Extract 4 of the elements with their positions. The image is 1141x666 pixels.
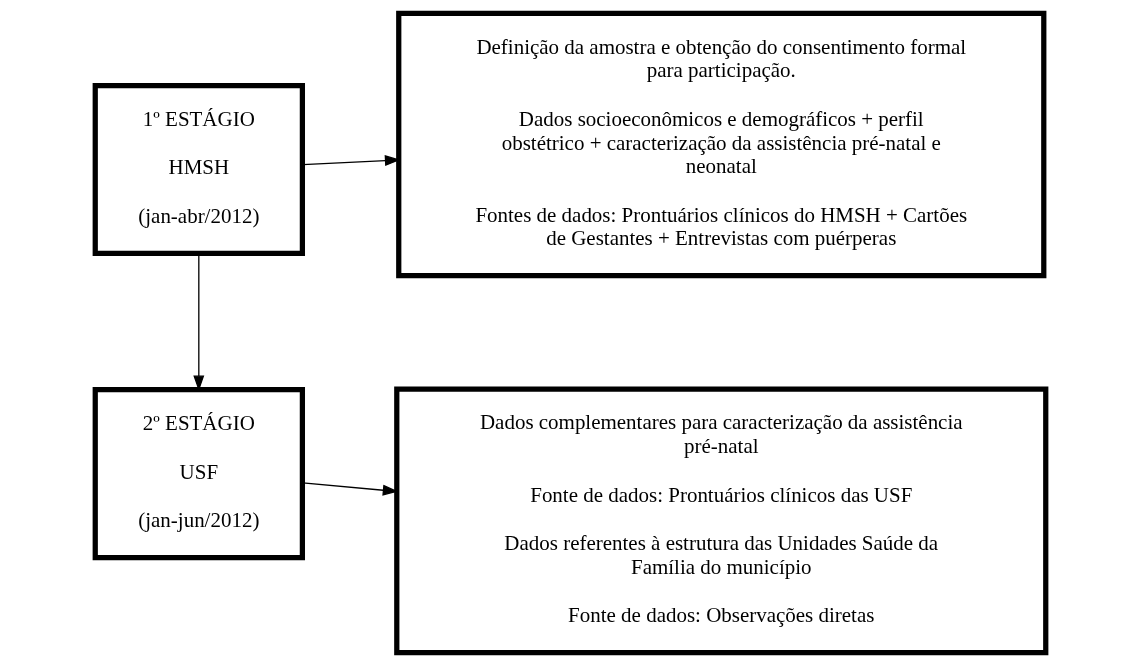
node-box: 2º ESTÁGIO USF (jan-jun/2012) — [92, 387, 305, 561]
node-box: Definição da amostra e obtenção do consentimento formal para participação. Dados socioeconômicos e demográficos + perfil obstétrico + caracterização da assistência pré-natal e neonatal Fontes de dados: Prontuários clínicos do HMSH + Cartões de Gestantes + Entrevistas com puérperas — [396, 10, 1047, 279]
node-box: 1º ESTÁGIO HMSH (jan-abr/2012) — [92, 82, 305, 256]
node-box: Dados complementares para caracterização da assistência pré-natal Fonte de dados: Prontuários clínicos das USF Dados referentes à estrutura das Unidades Saúde da Família do município Fonte de dados: Observações diretas — [394, 386, 1049, 656]
